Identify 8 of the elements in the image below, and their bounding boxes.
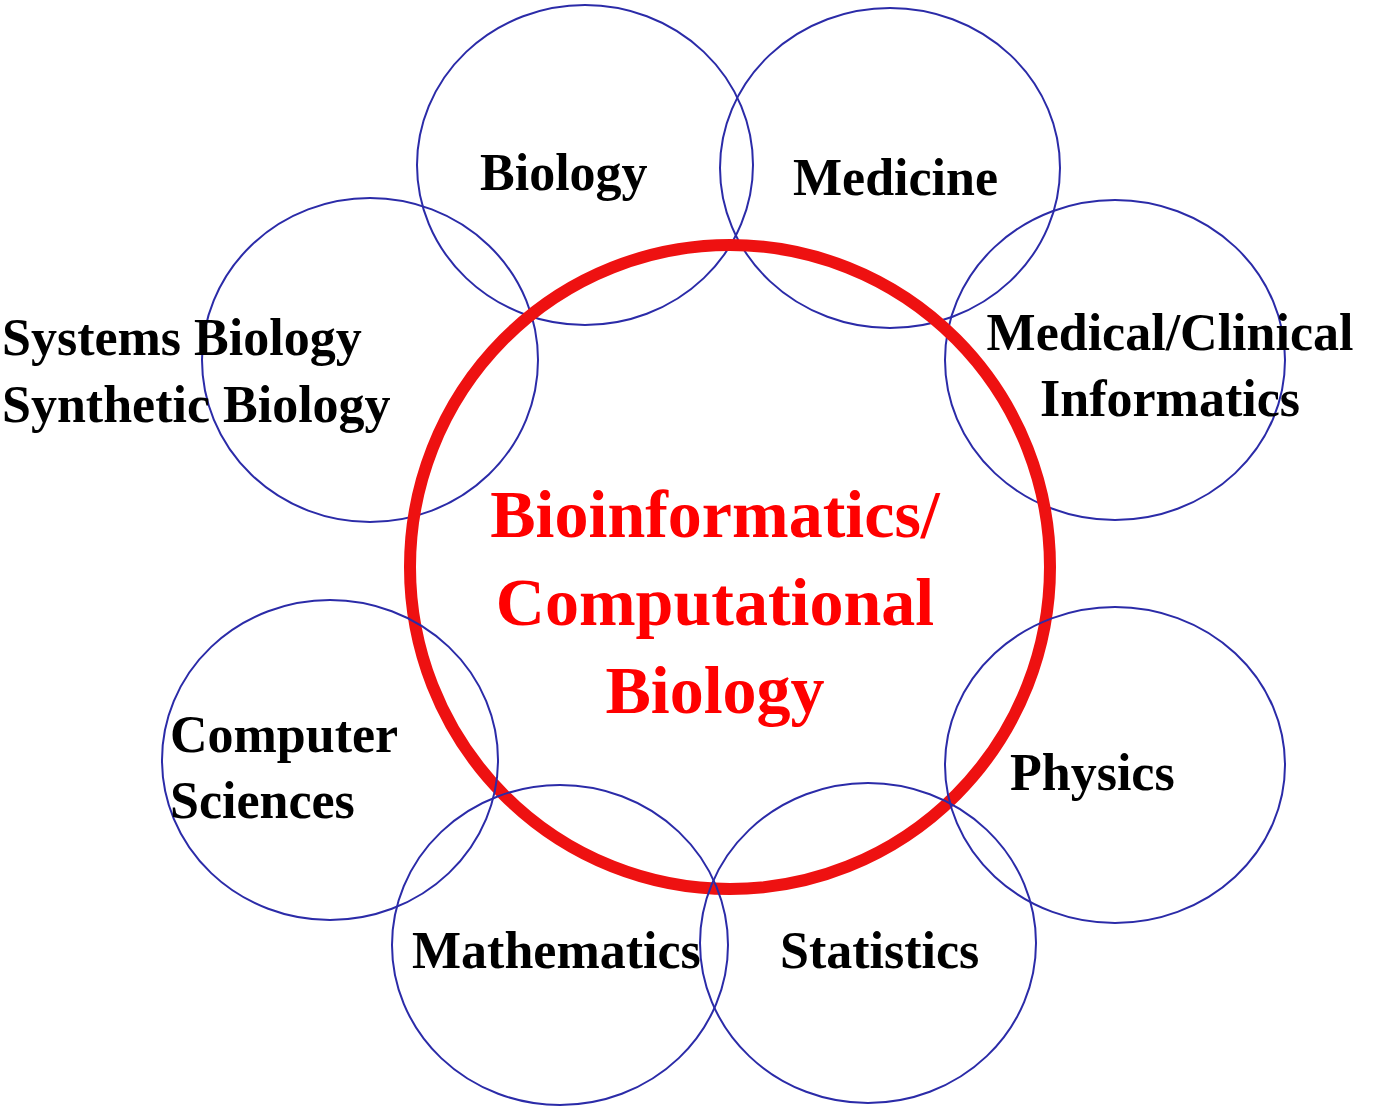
field-label: Medicine — [793, 148, 999, 208]
field-label: Physics — [1010, 743, 1175, 803]
field-label: Mathematics — [412, 921, 701, 981]
center-title: Bioinformatics/ Computational Biology — [489, 475, 942, 730]
field-label: Synthetic Biology — [2, 375, 391, 435]
field-label: Statistics — [780, 921, 980, 981]
field-label: Biology — [480, 143, 648, 203]
field-label: Computer Sciences — [170, 705, 399, 831]
